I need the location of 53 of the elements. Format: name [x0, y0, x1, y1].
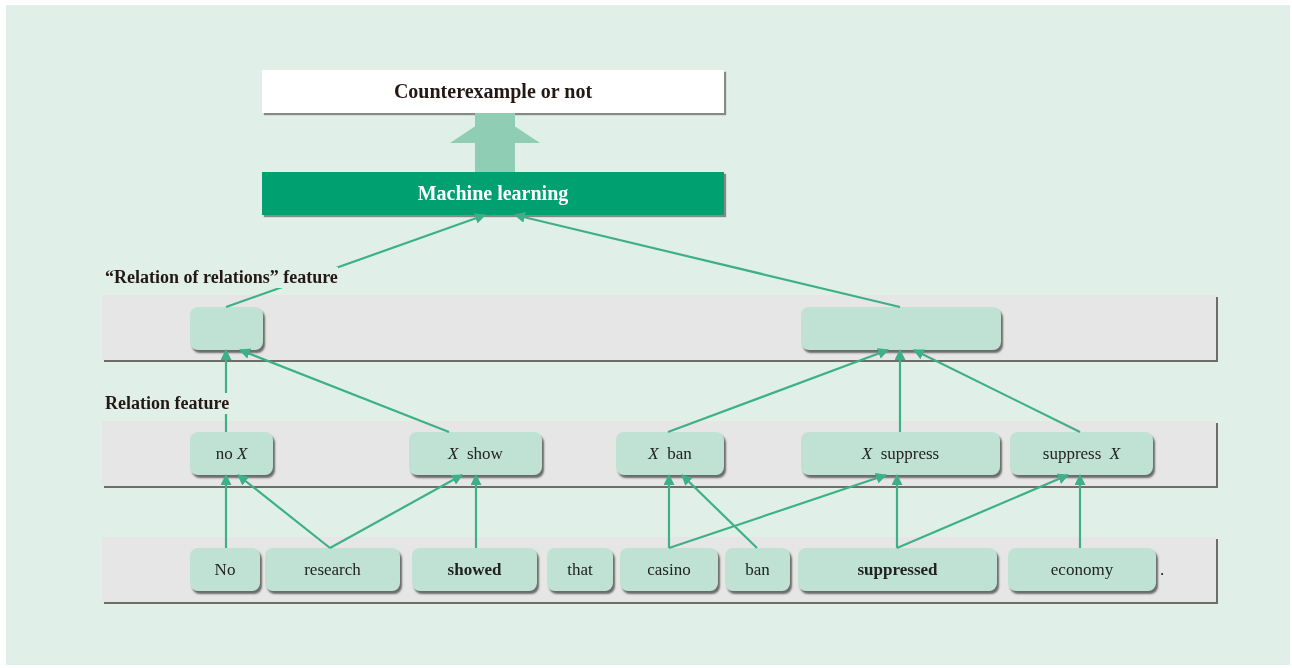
- feature-text: suppress X: [1042, 443, 1121, 464]
- word-box: [265, 548, 400, 591]
- feature-box: [616, 432, 724, 475]
- feature-box: [409, 432, 542, 475]
- feature-text: X show: [448, 443, 503, 464]
- feature-text: X suppress: [861, 443, 940, 464]
- arrow: [470, 473, 482, 548]
- feature-band: [102, 537, 1216, 602]
- arrow: [891, 473, 903, 548]
- word-text: showed: [447, 559, 502, 580]
- word-text: No: [214, 559, 236, 580]
- arrow: [239, 348, 450, 434]
- word-box: [412, 548, 537, 591]
- arrow: [220, 348, 232, 432]
- arrow: [896, 473, 1069, 549]
- feature-box: [1010, 432, 1153, 475]
- word-text: research: [304, 559, 361, 580]
- section-heading: “Relation of relations” feature: [105, 267, 338, 288]
- process-box: [262, 172, 724, 215]
- word-text: suppressed: [857, 559, 938, 580]
- arrow: [237, 474, 331, 549]
- feature-box: [190, 307, 263, 350]
- arrow: [913, 349, 1081, 433]
- arrow: [225, 213, 487, 309]
- feature-box: [190, 432, 273, 475]
- block-arrow: [450, 113, 540, 172]
- feature-box: [801, 432, 1000, 475]
- word-box: [547, 548, 613, 591]
- output-label: Counterexample or not: [393, 80, 593, 103]
- word-text: that: [567, 559, 593, 580]
- word-text: economy: [1050, 559, 1114, 580]
- arrow: [220, 473, 232, 548]
- word-text: ban: [745, 559, 770, 580]
- word-box: [798, 548, 997, 591]
- process-label: Machine learning: [417, 182, 569, 205]
- word-box: [725, 548, 790, 591]
- arrow: [513, 211, 901, 309]
- output-box: [262, 70, 724, 113]
- arrow: [1074, 473, 1086, 548]
- arrow: [663, 473, 675, 548]
- arrow: [894, 348, 906, 432]
- section-heading: Relation feature: [105, 393, 230, 414]
- word-text: casino: [647, 559, 691, 580]
- arrow: [681, 474, 758, 549]
- word-box: [190, 548, 260, 591]
- arrow: [667, 348, 890, 434]
- sentence-period: .: [1160, 560, 1165, 580]
- arrow: [329, 474, 463, 549]
- feature-text: X ban: [648, 443, 692, 464]
- arrow: [668, 472, 888, 550]
- word-box: [620, 548, 718, 591]
- feature-text: no X: [215, 443, 248, 464]
- feature-box: [801, 307, 1001, 350]
